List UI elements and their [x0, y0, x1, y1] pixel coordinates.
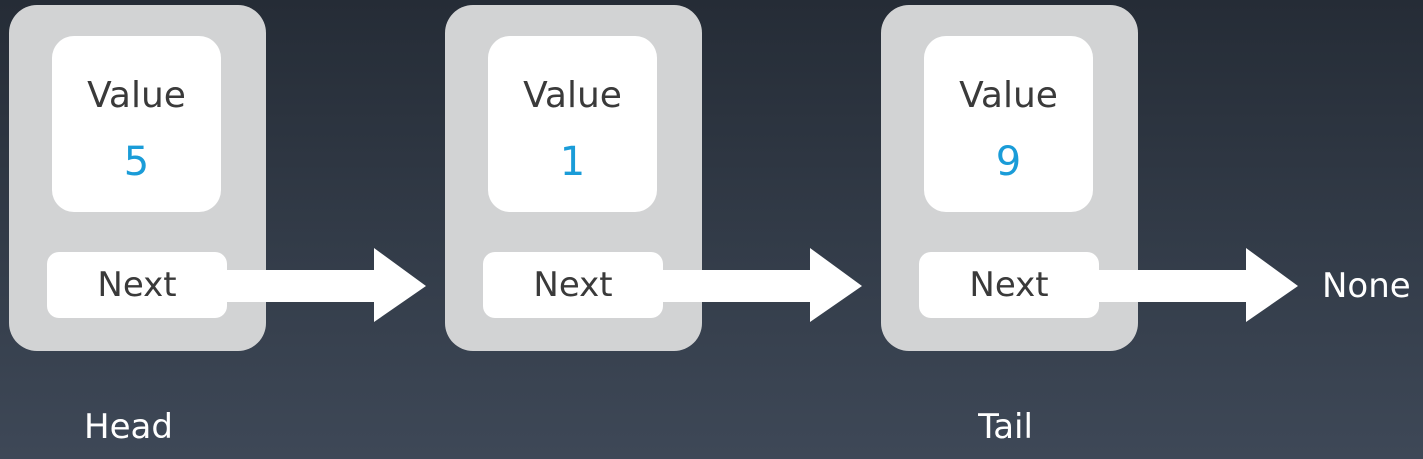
- node-2-value-label: Value: [523, 75, 622, 116]
- node-1-value-box: Value 5: [52, 36, 221, 212]
- node-2-value-box: Value 1: [488, 36, 657, 212]
- next-arrow-2: [662, 248, 862, 322]
- none-label: None: [1322, 266, 1411, 306]
- node-2-next-box: Next: [483, 252, 663, 318]
- node-2-value: 1: [559, 139, 586, 185]
- head-label: Head: [84, 407, 173, 447]
- node-3-value: 9: [995, 139, 1022, 185]
- node-3-next-label: Next: [969, 265, 1049, 305]
- node-3-value-label: Value: [959, 75, 1058, 116]
- node-1-next-box: Next: [47, 252, 227, 318]
- node-1-value: 5: [123, 139, 150, 185]
- list-node-3: Value 9 Next: [881, 5, 1138, 351]
- node-3-value-box: Value 9: [924, 36, 1093, 212]
- tail-label: Tail: [978, 407, 1033, 447]
- node-3-next-box: Next: [919, 252, 1099, 318]
- next-arrow-3: [1098, 248, 1298, 322]
- list-node-1: Value 5 Next: [9, 5, 266, 351]
- node-1-value-label: Value: [87, 75, 186, 116]
- next-arrow-1: [226, 248, 426, 322]
- node-1-next-label: Next: [97, 265, 177, 305]
- node-2-next-label: Next: [533, 265, 613, 305]
- list-node-2: Value 1 Next: [445, 5, 702, 351]
